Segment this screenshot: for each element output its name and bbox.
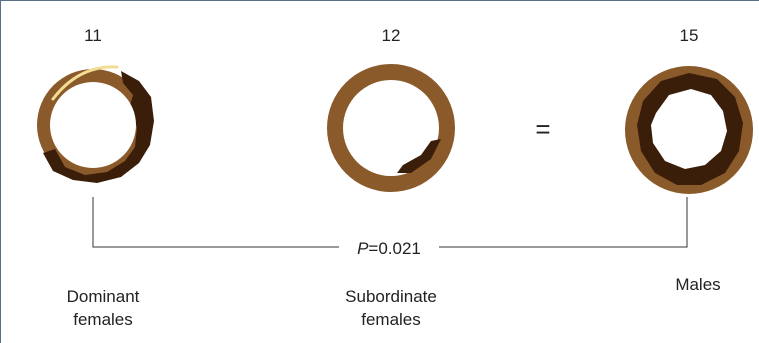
bracket-line-right bbox=[439, 197, 688, 248]
ring-dominant-females bbox=[37, 65, 154, 183]
label-line-2: females bbox=[73, 310, 133, 329]
label-males: Males bbox=[623, 273, 759, 296]
bracket-line-left bbox=[92, 197, 339, 248]
equality-sign: = bbox=[535, 114, 551, 144]
label-line-1: Dominant bbox=[66, 287, 140, 306]
count-subordinate-females: 12 bbox=[381, 26, 401, 45]
light-staining bbox=[51, 65, 119, 101]
ring-males bbox=[625, 66, 753, 194]
label-dominant-females: Dominant females bbox=[28, 285, 178, 331]
p-value-label: P=0.021 bbox=[339, 239, 439, 259]
ring-lumen bbox=[343, 80, 439, 176]
label-line-2: Males bbox=[675, 275, 721, 294]
dark-staining bbox=[397, 139, 441, 173]
p-symbol: P bbox=[357, 239, 369, 258]
ring-lumen bbox=[651, 89, 727, 169]
count-dominant-females: 11 bbox=[84, 26, 102, 45]
label-line-1: Subordinate bbox=[345, 287, 437, 306]
p-value: =0.021 bbox=[368, 239, 421, 258]
label-line-2: females bbox=[361, 310, 421, 329]
ring-subordinate-females bbox=[327, 64, 455, 192]
ring-lumen bbox=[50, 82, 136, 168]
count-males: 15 bbox=[679, 26, 699, 45]
label-subordinate-females: Subordinate females bbox=[316, 285, 466, 331]
